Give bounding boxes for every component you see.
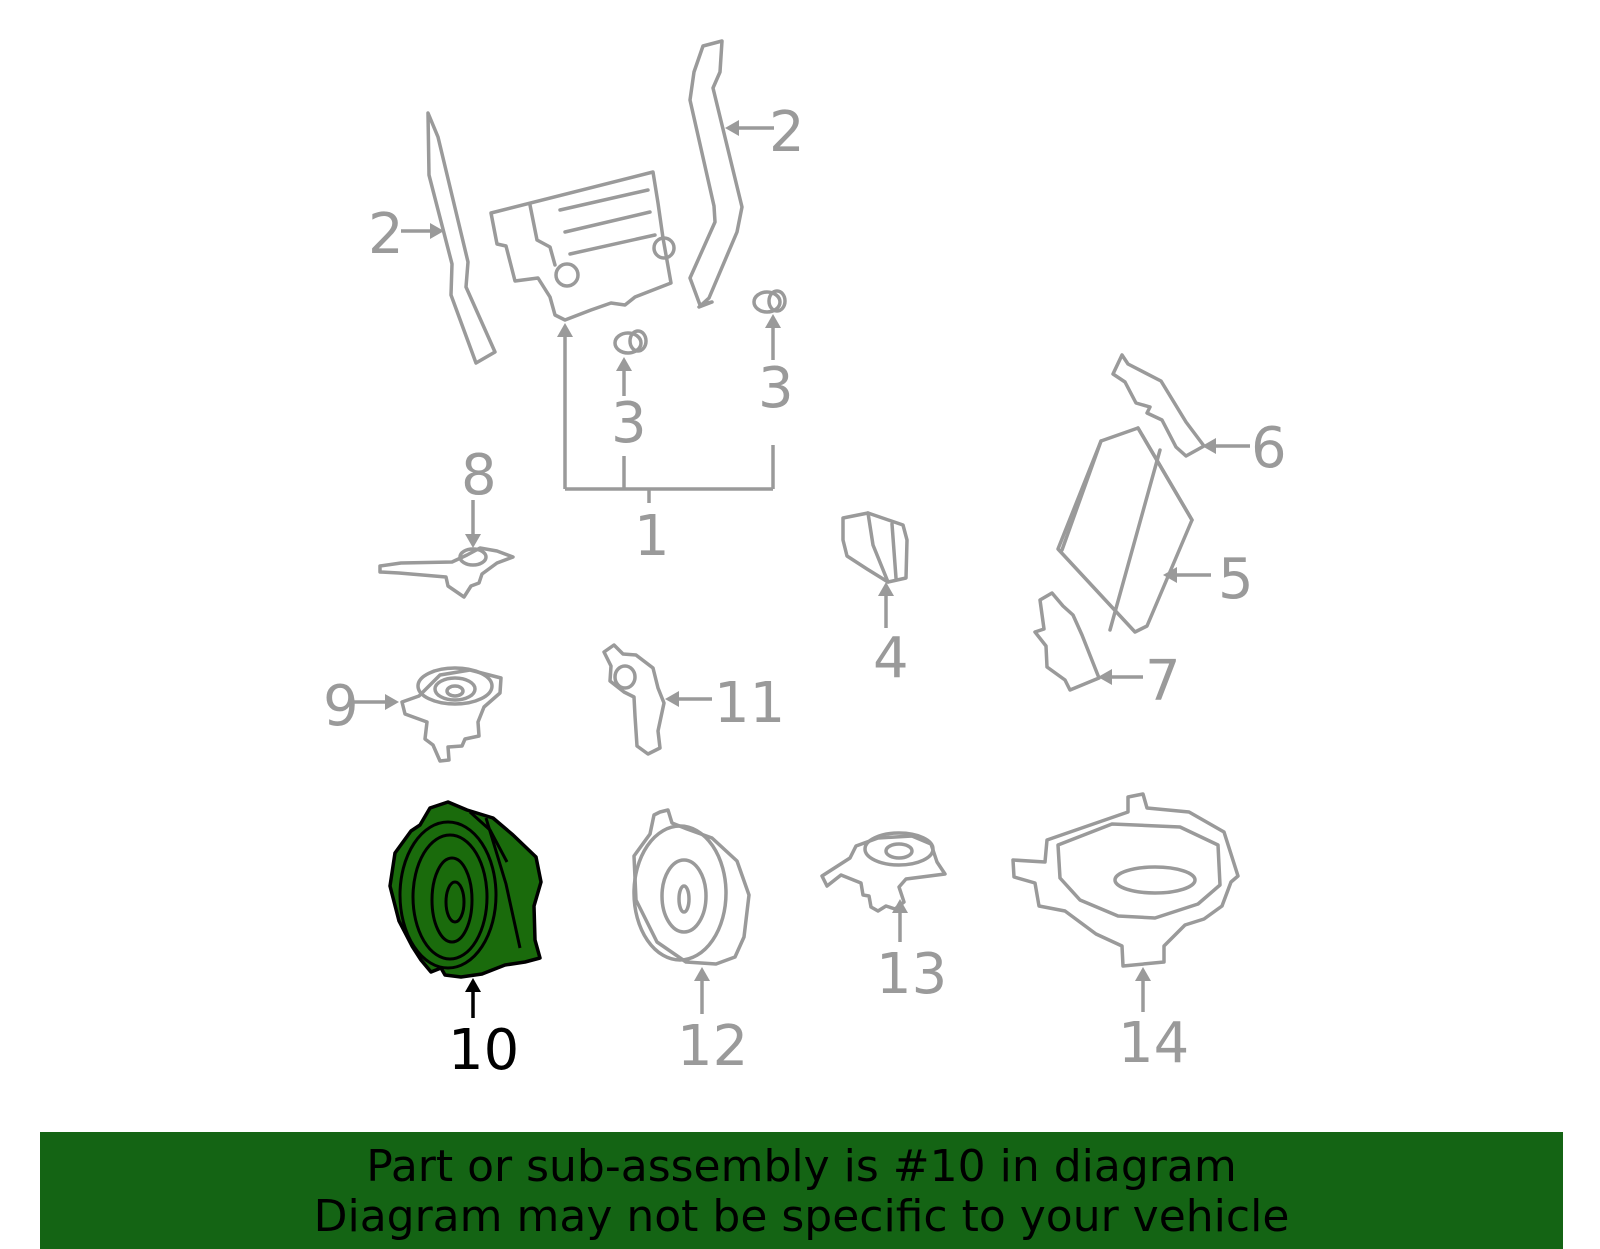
- part-6-bracket[interactable]: [1111, 353, 1206, 458]
- callout-13: 13: [876, 942, 947, 1007]
- callout-6: 6: [1251, 416, 1287, 481]
- part-10-speaker-highlighted[interactable]: [388, 800, 543, 979]
- callout-8: 8: [461, 443, 497, 508]
- part-14-woofer[interactable]: [1011, 792, 1240, 968]
- part-12-speaker[interactable]: [632, 808, 751, 966]
- part-2-right-bracket[interactable]: [688, 39, 744, 309]
- leader-1-bracket: [557, 323, 775, 503]
- part-13-tweeter[interactable]: [820, 831, 947, 913]
- leader-2-left: [401, 223, 444, 239]
- callout-2-left: 2: [368, 202, 404, 267]
- part-2-left-bracket[interactable]: [426, 111, 497, 365]
- part-4-connector[interactable]: [841, 511, 909, 584]
- callout-4: 4: [873, 626, 909, 691]
- callout-11: 11: [714, 671, 785, 736]
- leader-13: [892, 899, 908, 942]
- leader-5: [1163, 567, 1211, 583]
- leader-4: [878, 582, 894, 628]
- leader-7: [1098, 669, 1143, 685]
- part-11-sensor[interactable]: [602, 643, 666, 756]
- callout-1: 1: [634, 504, 670, 569]
- leader-9: [353, 694, 399, 710]
- leader-6: [1202, 438, 1250, 454]
- leader-2-right: [725, 120, 774, 136]
- leader-12: [694, 967, 710, 1014]
- part-7-bracket[interactable]: [1033, 591, 1101, 692]
- callout-3-a: 3: [611, 391, 647, 456]
- callout-10: 10: [448, 1018, 519, 1083]
- callout-3-b: 3: [758, 356, 794, 421]
- leader-14: [1135, 967, 1151, 1012]
- leader-10: [465, 978, 481, 1018]
- part-9-tweeter[interactable]: [400, 666, 503, 763]
- banner-line-1: Part or sub-assembly is #10 in diagram: [366, 1141, 1237, 1192]
- part-3-grommet-a[interactable]: [613, 329, 648, 355]
- leader-11: [665, 691, 712, 707]
- part-8-harness-clip[interactable]: [378, 546, 515, 599]
- callout-5: 5: [1218, 547, 1254, 612]
- part-5-amplifier[interactable]: [1056, 426, 1194, 634]
- leader-3b: [765, 314, 781, 360]
- callout-14: 14: [1118, 1011, 1189, 1076]
- part-3-grommet-b[interactable]: [752, 289, 787, 314]
- callout-7: 7: [1145, 649, 1181, 714]
- callout-9: 9: [323, 674, 359, 739]
- part-1-module[interactable]: [489, 170, 676, 322]
- info-banner: Part or sub-assembly is #10 in diagram D…: [40, 1132, 1563, 1249]
- banner-line-2: Diagram may not be specific to your vehi…: [313, 1191, 1290, 1242]
- leader-3a: [616, 357, 632, 396]
- leader-8: [465, 500, 481, 548]
- callout-2-right: 2: [769, 100, 805, 165]
- callout-12: 12: [677, 1014, 748, 1079]
